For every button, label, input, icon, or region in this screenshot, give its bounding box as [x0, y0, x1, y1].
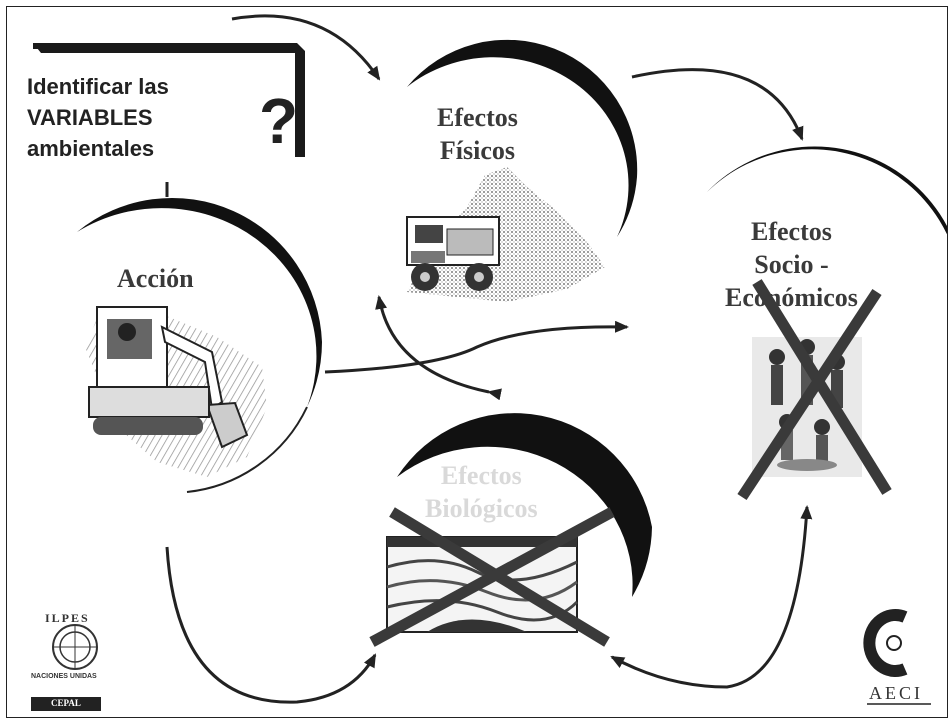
- diagram-canvas: [31, 14, 947, 711]
- biologicos-label: Efectos Biológicos: [425, 459, 538, 525]
- arrow-socio-biologicos: [610, 505, 813, 689]
- flow-arrows: [165, 14, 813, 704]
- arrow-accion-to-biologicos: [165, 546, 377, 704]
- accion-label: Acción: [117, 264, 194, 293]
- fisicos-label-line-2: Físicos: [439, 136, 515, 165]
- question-line-2: VARIABLES: [27, 105, 153, 130]
- dump-truck-icon: [406, 167, 605, 302]
- x-mark-icon: [737, 279, 892, 501]
- socio-label-line-1: Efectos: [751, 217, 832, 246]
- ilpes-logo-text: ILPES: [45, 611, 90, 625]
- excavator-icon: [85, 306, 267, 477]
- biologicos-label-line-1: Efectos: [440, 461, 522, 490]
- biologicos-label-line-2: Biológicos: [425, 494, 538, 523]
- socio-label-line-2: Socio -: [754, 250, 829, 279]
- un-emblem-icon: [31, 624, 101, 711]
- question-box-frame: [33, 43, 305, 157]
- arrow-accion-to-socio: [324, 320, 629, 374]
- socio-node: [677, 146, 947, 457]
- question-line-3: ambientales: [27, 136, 155, 161]
- question-line-1: Identificar las: [27, 74, 169, 99]
- fisicos-label-line-1: Efectos: [437, 103, 518, 132]
- x-mark-icon: [369, 507, 615, 647]
- slide-frame: Identificar las VARIABLES ambientales ? …: [6, 6, 948, 718]
- fisicos-label: Efectos Físicos: [437, 101, 518, 167]
- question-mark-icon: ?: [259, 85, 299, 157]
- un-logo-text: NACIONES UNIDAS: [31, 673, 97, 680]
- socio-label-line-3: Económicos: [725, 283, 858, 312]
- arrow-fisicos-biologicos: [375, 295, 502, 401]
- socio-label: Efectos Socio - Económicos: [725, 215, 858, 314]
- arrow-fisicos-to-socio: [631, 68, 804, 141]
- question-text: Identificar las VARIABLES ambientales: [27, 71, 247, 164]
- aeci-logo-text: AECI: [869, 683, 923, 703]
- cepal-logo-text: CEPAL: [51, 698, 81, 708]
- arrow-box-to-fisicos: [231, 14, 381, 81]
- aeci-logo-icon: [863, 609, 931, 705]
